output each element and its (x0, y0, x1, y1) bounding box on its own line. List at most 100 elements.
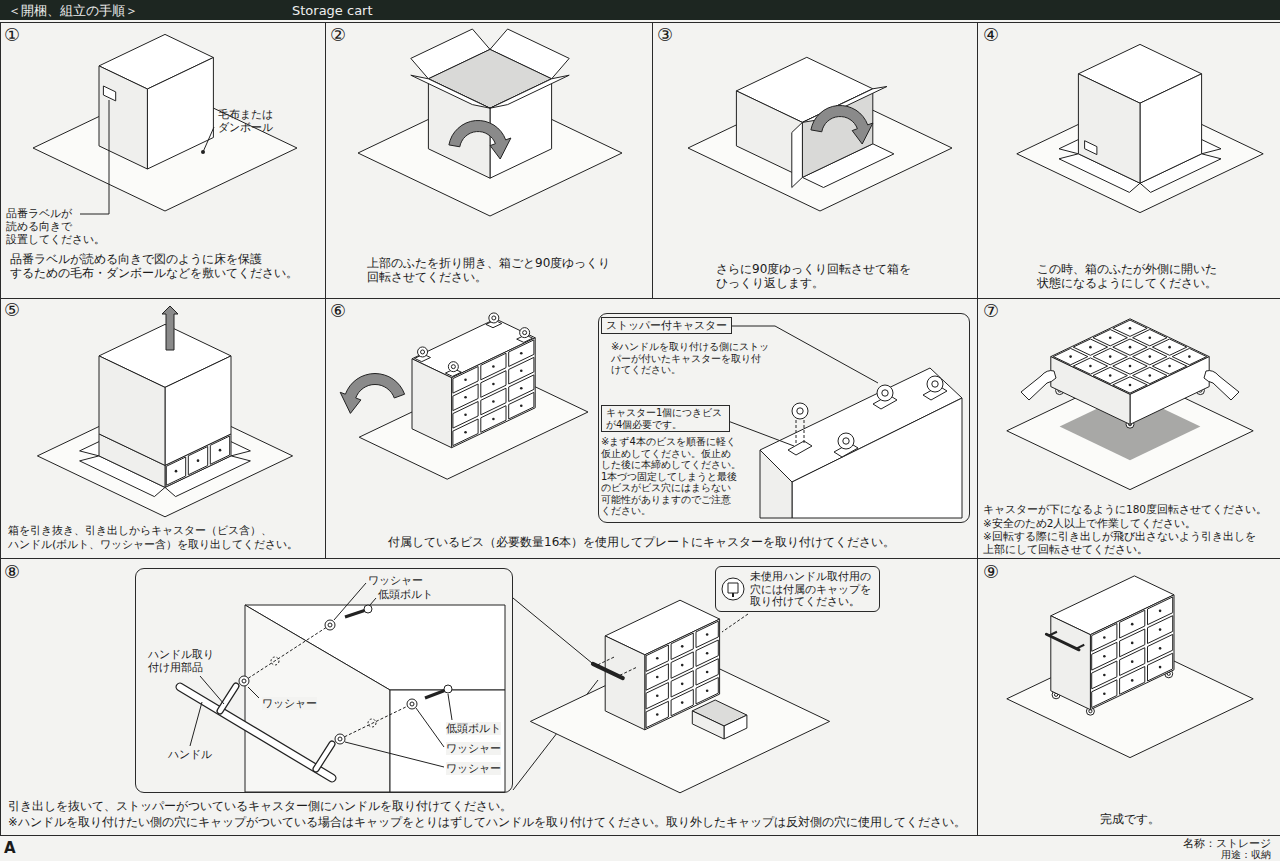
lifting-hand (1021, 371, 1056, 400)
leader-line (416, 708, 444, 747)
caster-wheel (489, 313, 499, 323)
step-panel: ①品番ラベルが読める向きで図のように床を保護 するための毛布・ダンボールなどを敷… (0, 22, 326, 299)
drawer-front (671, 633, 693, 659)
drawer-knob (681, 664, 684, 667)
part-name: ハンドル取り 付け用部品 (148, 648, 216, 673)
drawer-knob (1131, 642, 1134, 645)
detail-inset: ワッシャー低頭ボルトハンドル取り 付け用部品ワッシャーハンドル低頭ボルトワッシャ… (135, 568, 513, 793)
box-front (1140, 74, 1202, 183)
caution-note: ※回転する際に引き出しが飛び出さないよう引き出しを 上部にして回転させてください… (983, 530, 1258, 555)
part-name: ワッシャー (446, 742, 501, 755)
drawer-front (453, 384, 478, 411)
bolt-head (444, 685, 452, 693)
drawer-knob (706, 633, 709, 636)
handle-detail-figure (180, 583, 598, 792)
washer (239, 676, 249, 686)
drawer-knob (197, 459, 200, 462)
step-instruction: 引き出しを抜いて、ストッパーがついているキャスター側にハンドルを取り付けてくださ… (8, 800, 512, 814)
drawer-front (1120, 629, 1145, 657)
drawer-front (481, 406, 506, 433)
step-panel: ⑥付属しているビス（必要数量16本）を使用してプレートにキャスターを取り付けてく… (325, 298, 978, 559)
step-instruction: 付属しているビス（必要数量16本）を使用してプレートにキャスターを取り付けてくだ… (388, 535, 895, 549)
rotation-arrow (811, 106, 873, 144)
drawer-knob (681, 645, 684, 648)
drawer-front (1120, 648, 1145, 676)
cabinet-front (390, 690, 505, 792)
box-side (1051, 616, 1091, 710)
drawer-knob (1149, 374, 1152, 377)
step-panel: ⑦キャスターが下になるように180度回転させてください。※安全のため2人以上で作… (977, 298, 1280, 559)
sheet-title: ＜開梱、組立の手順＞ (8, 3, 138, 19)
drawer-front (646, 683, 668, 709)
part-name: ワッシャー (368, 574, 423, 587)
leader-line (513, 598, 598, 668)
step-panel: ③さらに90度ゆっくり回転させて箱を ひっくり返します。 (652, 22, 978, 299)
drawer-front (1113, 320, 1147, 336)
box-flap (490, 75, 569, 108)
drawer-knob (464, 379, 467, 382)
drawer-front (1133, 348, 1167, 364)
step-number: ③ (657, 24, 673, 46)
caster-hub (843, 438, 849, 444)
washer (410, 702, 414, 706)
assembly-line (596, 657, 614, 665)
drawer-knob (1109, 355, 1112, 358)
caster-wheel (838, 433, 854, 449)
handle-bar (1046, 634, 1079, 650)
step-number: ⑧ (4, 561, 20, 583)
product-title: Storage cart (292, 3, 373, 19)
product-use: 用途：収納 (1221, 849, 1271, 860)
bolt-shank (345, 610, 366, 617)
caster-plate (788, 441, 812, 455)
caution-note: ※ハンドルを取り付ける側にストッ パーが付いたキャスターを取り付 けてください。 (611, 341, 772, 376)
step-3-figure (688, 57, 952, 211)
caster-hub (421, 350, 425, 354)
drawer-front (696, 621, 718, 647)
box-side (412, 359, 452, 448)
drawer-front (1148, 616, 1173, 644)
product-name: 名称：ストレージ (1183, 837, 1271, 850)
drawer-front (1093, 367, 1127, 383)
drawer-knob (520, 387, 523, 390)
box-front (724, 715, 747, 739)
box-front (452, 338, 536, 448)
leader-line (796, 420, 797, 445)
bolt-head (364, 605, 372, 613)
box-side (99, 66, 147, 169)
drawer-knob (1131, 660, 1134, 663)
drawer-front (1120, 667, 1145, 695)
leader-line (80, 214, 109, 215)
caster-hub (882, 390, 888, 396)
drawer-front (453, 419, 478, 446)
drawer-front (509, 340, 534, 367)
part-name: ストッパー付キャスター (606, 319, 727, 332)
cap-icon (722, 578, 744, 600)
leader-line (109, 100, 110, 214)
drawer-knob (1103, 674, 1106, 677)
step-instruction: この時、箱のふたが外側に開いた 状態になるようにしてください。 (1037, 262, 1219, 291)
drawer-knob (706, 689, 709, 692)
leader-line (370, 598, 376, 605)
lifting-hand (1204, 371, 1239, 400)
drawer-knob (1168, 346, 1171, 349)
step-1-figure (33, 34, 297, 214)
drawer-knob (1109, 336, 1112, 339)
cap-icon (728, 583, 738, 593)
handle-mount (220, 686, 236, 711)
drawer-knob (1103, 692, 1106, 695)
drawer-knob (492, 418, 495, 421)
handle-mount (316, 744, 332, 769)
leader-line (722, 614, 748, 632)
drawer-knob (1089, 346, 1092, 349)
box-side (605, 636, 645, 730)
step-instruction: 完成です。 (1100, 812, 1160, 826)
cabinet-side (760, 450, 792, 518)
screw-note-box: キャスター1個につきビス が4個必要です。 (601, 405, 730, 432)
step-number: ⑨ (983, 561, 999, 583)
drawer-knob (219, 449, 222, 452)
drawer-knob (1129, 365, 1132, 368)
step-panel: ⑤箱を引き抜き、引き出しからキャスター（ビス含）、 ハンドル(ボルト、ワッシャー… (0, 298, 326, 559)
drawer-front (696, 640, 718, 666)
drawer-front (481, 388, 506, 415)
step-number: ② (330, 24, 346, 46)
